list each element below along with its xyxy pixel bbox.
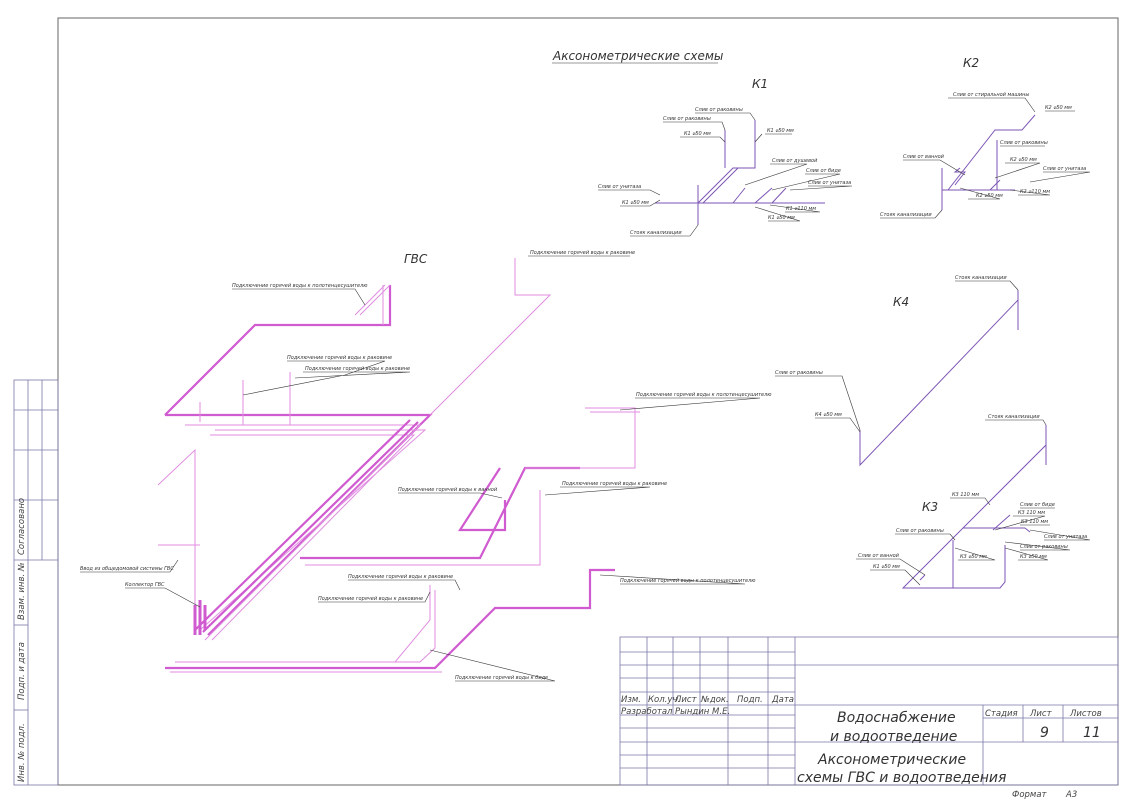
tb-sheets-count: 11: [1083, 725, 1101, 741]
k2-label: Слив от стиральной машины: [953, 92, 1029, 98]
k1-label: Слив от раковины: [663, 116, 711, 122]
title-block-grid: [619, 636, 1119, 786]
k3-label: Слив от раковины: [896, 528, 944, 534]
gvs-label: Ввод из общедомовой системы ГВС: [80, 566, 174, 572]
k1-label: Стояк канализации: [630, 230, 682, 236]
k2-pipes: [880, 97, 1091, 219]
tb-header: №док.: [700, 695, 729, 705]
k3-label: Стояк канализации: [988, 414, 1040, 420]
tb-header: Изм.: [621, 695, 641, 705]
k1-label: К1 ⌀50 мм: [767, 128, 794, 134]
k3-label: К1 ⌀50 мм: [873, 564, 900, 570]
tb-developer: Рындин М.Е.: [675, 707, 730, 717]
tb-header: Лист: [674, 695, 698, 705]
k1-label: К1 ⌀110 мм: [786, 206, 816, 212]
gvs-label: Подключение горячей воды к раковине: [305, 366, 410, 372]
k2-label: Слив от унитаза: [1043, 166, 1086, 172]
k2-label: Слив от ванной: [903, 154, 945, 160]
side-inv-orig: Инв. № подл.: [17, 723, 27, 782]
gvs-label: Подключение горячей воды к полотенцесуши…: [620, 578, 756, 584]
k3-pipes: [856, 419, 1091, 589]
k1-label: Слив от раковины: [695, 107, 743, 113]
section-k3: К3: [922, 500, 938, 514]
k3-label: Слив от ванной: [858, 553, 900, 559]
k1-label: К1 ⌀50 мм: [684, 131, 711, 137]
side-replace-inv: Взам. инв. №: [17, 562, 27, 620]
sheet-frame: [57, 17, 1119, 786]
k3-label: Слив от биде: [1020, 502, 1055, 508]
gvs-label: Подключение горячей воды к раковине: [348, 574, 453, 580]
k1-label: К1 ⌀50 мм: [622, 200, 649, 206]
tb-header: Кол.уч.: [648, 695, 680, 705]
k3-label: К3 110 мм: [1018, 510, 1045, 516]
gvs-label: Подключение горячей воды к полотенцесуши…: [232, 283, 368, 289]
side-stamp: [13, 379, 59, 786]
section-k2: К2: [963, 56, 979, 70]
k1-label: Слив от душевой: [772, 158, 818, 164]
tb-format-label: Формат: [1012, 790, 1048, 800]
k1-label: Слив от биде: [806, 168, 841, 174]
page-title: Аксонометрические схемы: [552, 49, 723, 63]
k4-label: Стояк канализации: [955, 275, 1007, 281]
k2-label: К2 ⌀110 мм: [1020, 189, 1050, 195]
gvs-label: Коллектор ГВС: [125, 582, 165, 588]
k3-label: К3 ⌀50 мм: [1020, 554, 1047, 560]
gvs-pipes: [80, 255, 761, 682]
k3-label: К3 110 мм: [952, 492, 979, 498]
gvs-label: Подключение горячей воды к ванной: [398, 487, 498, 493]
tb-sheet-title-line2: схемы ГВС и водоотведения: [797, 770, 1006, 786]
tb-sheet-number: 9: [1040, 725, 1049, 741]
k3-label: Слив от раковины: [1020, 544, 1068, 550]
tb-sheet-title-line1: Аксонометрические: [817, 752, 966, 768]
k1-pipes: [598, 112, 853, 237]
gvs-label: Подключение горячей воды к раковине: [530, 250, 635, 256]
k2-label: К2 ⌀50 мм: [1045, 105, 1072, 111]
side-agreed: Согласовано: [17, 498, 27, 555]
k2-label: К2 ⌀50 мм: [1010, 157, 1037, 163]
k1-label: Слив от унитаза: [598, 184, 641, 190]
tb-header: Подп.: [737, 695, 763, 705]
side-stamp-grid: [14, 380, 58, 785]
k3-label: Слив от унитаза: [1044, 534, 1087, 540]
tb-stage-label: Стадия: [985, 709, 1018, 719]
gvs-label: Подключение горячей воды к раковине: [318, 596, 423, 602]
tb-project-line2: и водоотведение: [830, 729, 957, 745]
side-sign-date: Подп. и дата: [17, 642, 27, 700]
section-gvs: ГВС: [404, 252, 428, 266]
gvs-label: Подключение горячей воды к биде: [455, 675, 548, 681]
tb-project-line1: Водоснабжение: [837, 710, 956, 726]
k4-label: К4 ⌀50 мм: [815, 412, 842, 418]
k4-label: Слив от раковины: [775, 370, 823, 376]
tb-sheet-label: Лист: [1029, 709, 1053, 719]
tb-format: А3: [1065, 790, 1077, 800]
k1-label: К1 ⌀50 мм: [768, 215, 795, 221]
tb-header: Дата: [771, 695, 794, 705]
k2-label: Стояк канализации: [880, 212, 932, 218]
section-k1: К1: [752, 77, 768, 91]
gvs-label: Подключение горячей воды к полотенцесуши…: [636, 392, 772, 398]
k4-pipes: [775, 280, 1019, 467]
k3-label: К3 ⌀50 мм: [960, 554, 987, 560]
tb-sheets-label: Листов: [1069, 709, 1102, 719]
k2-label: К2 ⌀50 мм: [976, 193, 1003, 199]
gvs-label: Подключение горячей воды к раковине: [287, 355, 392, 361]
gvs-label: Подключение горячей воды к раковине: [562, 481, 667, 487]
k2-label: Слив от раковины: [1000, 140, 1048, 146]
k1-label: Слив от унитаза: [808, 180, 851, 186]
tb-developed-label: Разработал: [621, 707, 673, 717]
section-k4: К4: [893, 295, 909, 309]
k3-label: К3 110 мм: [1021, 519, 1048, 525]
